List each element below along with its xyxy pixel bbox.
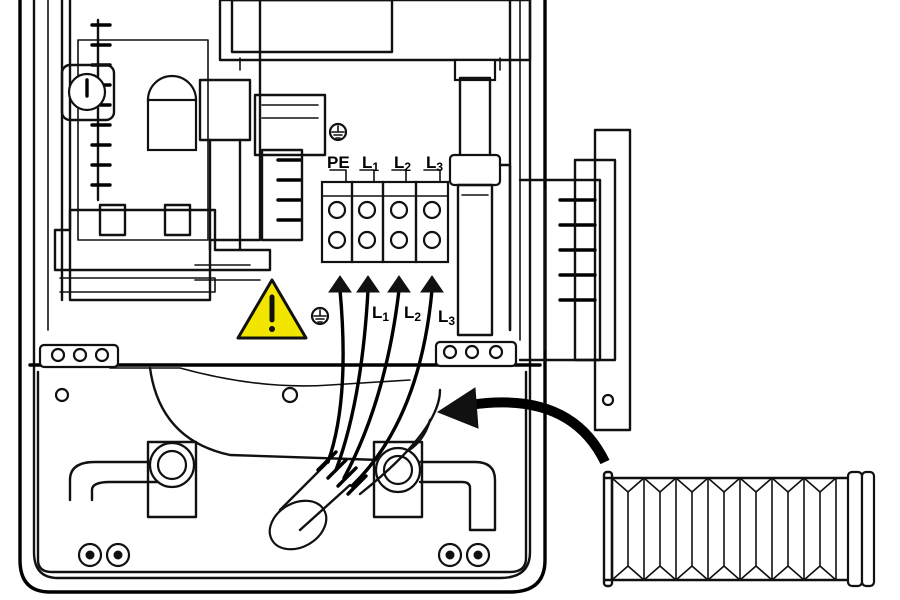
mounting-rail [448, 58, 512, 337]
terminal-label-l2: L2 [394, 153, 411, 174]
cable-bundle [268, 288, 442, 551]
cable-gland-left [68, 440, 198, 519]
enclosure-housing [18, 0, 547, 594]
terminal-label-pe: PE [327, 153, 350, 172]
wire-label-l1: L1 [372, 303, 389, 324]
wire-label-l3: L3 [438, 307, 455, 328]
terminal-block [320, 169, 450, 264]
terminal-label-l3: L3 [426, 153, 443, 174]
wire-arrow-pe [328, 275, 352, 293]
ground-symbol-icon [328, 122, 348, 142]
side-bracket [518, 128, 632, 432]
electronics-module [53, 0, 532, 302]
ground-symbol-icon [310, 306, 330, 326]
wire-arrow-l3 [420, 275, 444, 293]
insertion-arrow [436, 387, 610, 465]
wire-arrow-l2 [387, 275, 411, 293]
cable-gland-right [372, 440, 497, 532]
wire-label-l2: L2 [404, 303, 421, 324]
warning-triangle-icon [236, 278, 308, 340]
terminal-label-l1: L1 [362, 153, 379, 174]
spring-coil [90, 18, 112, 202]
wire-arrow-l1 [356, 275, 380, 293]
corrugated-conduit [602, 470, 876, 588]
